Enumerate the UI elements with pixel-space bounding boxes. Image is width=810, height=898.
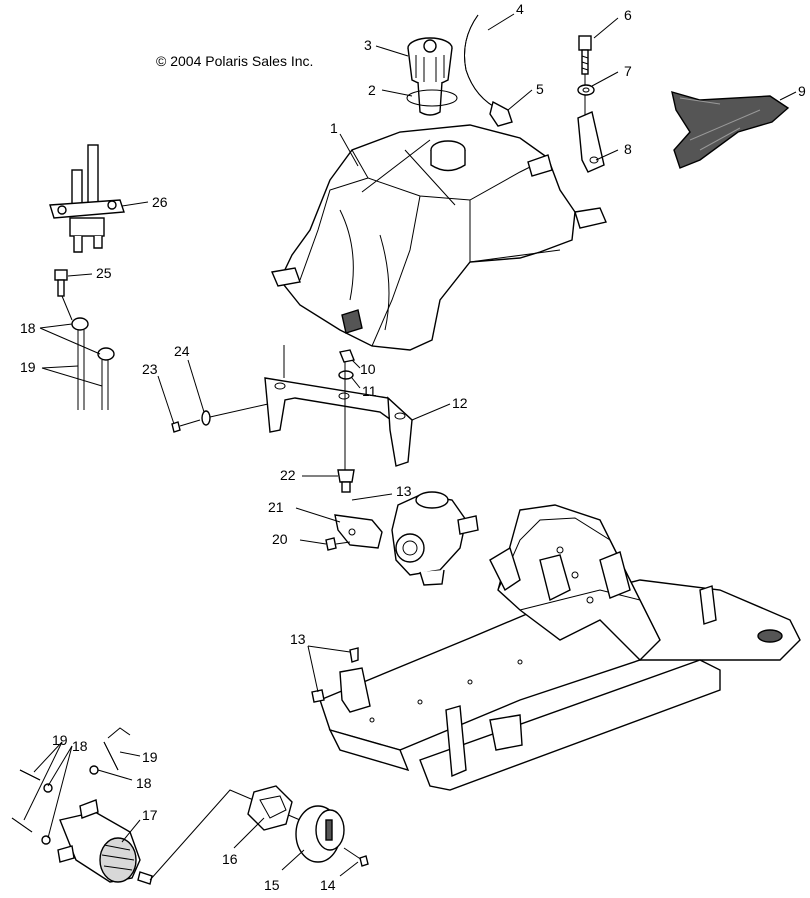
pump-lines	[11, 727, 301, 881]
vehicle-frame	[319, 504, 801, 791]
callout-19-pump-right: 19	[142, 749, 158, 765]
fuel-shutoff-valve	[49, 144, 125, 253]
fuel-cap-gasket	[406, 89, 458, 107]
mount-washer	[338, 370, 354, 380]
callout-23: 23	[142, 361, 158, 377]
foam-pad	[671, 91, 790, 169]
leader-lines	[23, 13, 797, 877]
vent-fitting	[489, 100, 513, 127]
callout-12: 12	[452, 395, 468, 411]
callout-14: 14	[320, 877, 336, 893]
bracket-washer	[201, 403, 269, 426]
callout-1: 1	[330, 120, 338, 136]
callout-18-pump-left: 18	[72, 738, 88, 754]
callout-10: 10	[360, 361, 376, 377]
callout-3: 3	[364, 37, 372, 53]
callout-numbers: 1 2 3 4 5 6 7 8 9 10 11 12 13 13 14 15 1…	[20, 1, 806, 893]
callout-19-left: 19	[20, 359, 36, 375]
callout-13-upper: 13	[396, 483, 412, 499]
tank-bracket	[577, 111, 605, 173]
rubber-mount	[337, 469, 355, 493]
callout-15: 15	[264, 877, 280, 893]
callout-22: 22	[280, 467, 296, 483]
pump-mount	[295, 805, 345, 863]
callout-20: 20	[272, 531, 288, 547]
frame-mount-bracket	[311, 647, 371, 713]
callout-16: 16	[222, 851, 238, 867]
bracket-bolt	[171, 419, 201, 433]
valve-screw	[54, 269, 68, 297]
callout-19-pump-left: 19	[52, 732, 68, 748]
callout-2: 2	[368, 82, 376, 98]
callout-8: 8	[624, 141, 632, 157]
vent-hose	[464, 14, 501, 111]
callout-6: 6	[624, 7, 632, 23]
callout-4: 4	[516, 1, 524, 17]
callout-21: 21	[268, 499, 284, 515]
bracket-screw	[325, 537, 351, 551]
fuel-pump	[57, 799, 153, 885]
tank-washer	[577, 84, 595, 96]
callout-5: 5	[536, 81, 544, 97]
tank-mount-bracket	[264, 345, 414, 467]
carburetor	[391, 491, 479, 586]
carb-bracket	[334, 514, 383, 549]
pump-nut	[247, 785, 293, 831]
callout-25: 25	[96, 265, 112, 281]
fuel-line-left	[61, 295, 115, 410]
callout-24: 24	[174, 343, 190, 359]
pump-screw	[343, 847, 369, 867]
mount-nut	[339, 349, 355, 363]
callout-11: 11	[362, 383, 377, 399]
callout-9: 9	[798, 83, 806, 99]
copyright-notice: © 2004 Polaris Sales Inc.	[156, 53, 314, 69]
callout-13-lower: 13	[290, 631, 306, 647]
fuel-tank	[271, 124, 607, 351]
callout-17: 17	[142, 807, 158, 823]
callout-7: 7	[624, 63, 632, 79]
callout-26: 26	[152, 194, 168, 210]
callout-18-left: 18	[20, 320, 36, 336]
callout-18-pump-right: 18	[136, 775, 152, 791]
